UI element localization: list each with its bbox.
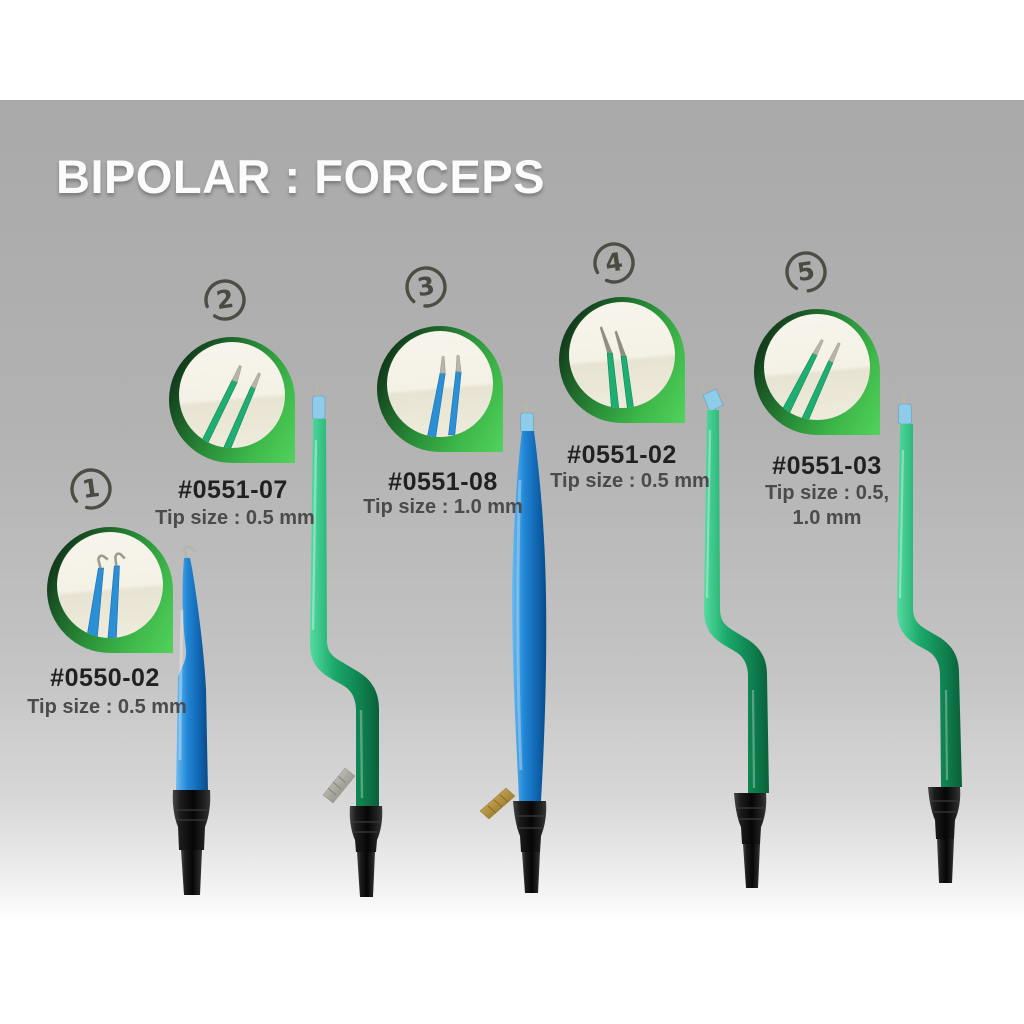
- forceps-instrument-5: [897, 387, 962, 883]
- svg-text:4: 4: [603, 247, 624, 278]
- tip-photo: [764, 314, 870, 420]
- tip-size-line1: Tip size : 0.5 mm: [155, 507, 315, 529]
- tip-size-label: Tip size : 1.0 mm: [333, 495, 553, 520]
- forceps-instrument-2: [310, 382, 383, 897]
- product-code: #0551-07: [178, 476, 288, 504]
- product-code: #0550-02: [50, 664, 160, 692]
- tip-photo: [387, 331, 493, 437]
- blue-hooked-tips-icon: [86, 552, 126, 638]
- tip-size-line1: Tip size : 0.5,: [764, 482, 890, 504]
- tip-detail-inset: [559, 297, 685, 423]
- tip-size-label: Tip size : 0.5 mm: [125, 506, 345, 531]
- svg-text:1: 1: [80, 473, 101, 504]
- tip-size-label: Tip size : 0.5 mm: [520, 469, 740, 494]
- tip-detail-inset: [754, 309, 880, 435]
- background-gradient: [0, 100, 1024, 1024]
- forceps-instrument-4: [698, 381, 769, 888]
- green-straight-tips-icon: [197, 365, 261, 448]
- product-code: #0551-02: [567, 441, 677, 469]
- blue-straight-tips-icon: [427, 355, 462, 437]
- tip-photo: [569, 302, 675, 408]
- forceps-instrument-1: [172, 545, 211, 895]
- svg-text:3: 3: [415, 271, 436, 302]
- item-number-badge: 1: [69, 467, 113, 511]
- tip-detail-inset: [47, 527, 173, 653]
- page-title: BIPOLAR : FORCEPS: [56, 150, 545, 203]
- item-number-badge: 3: [404, 265, 448, 309]
- green-straight-tips-icon: [778, 339, 841, 420]
- tip-detail-inset: [169, 337, 295, 463]
- tip-photo: [57, 532, 163, 638]
- forceps-instrument-3: [479, 398, 547, 893]
- svg-text:5: 5: [795, 256, 816, 287]
- item-number-badge: 5: [784, 250, 828, 294]
- product-code: #0551-03: [772, 452, 882, 480]
- tip-size-label: Tip size : 0.5 mm: [0, 695, 217, 720]
- item-number-badge: 2: [203, 278, 247, 322]
- tip-size-line1: Tip size : 0.5 mm: [27, 696, 187, 718]
- svg-text:2: 2: [214, 284, 235, 315]
- tip-size-line1: Tip size : 1.0 mm: [363, 496, 523, 518]
- tip-size-line1: Tip size : 0.5 mm: [550, 470, 710, 492]
- tip-size-label: Tip size : 0.5, 1.0 mm: [717, 481, 937, 531]
- green-angled-tips-icon: [599, 326, 634, 408]
- tip-size-line2: 1.0 mm: [792, 507, 862, 529]
- item-number-badge: 4: [592, 241, 636, 285]
- tip-detail-inset: [377, 326, 503, 452]
- tip-photo: [179, 342, 285, 448]
- product-code: #0551-08: [388, 468, 498, 496]
